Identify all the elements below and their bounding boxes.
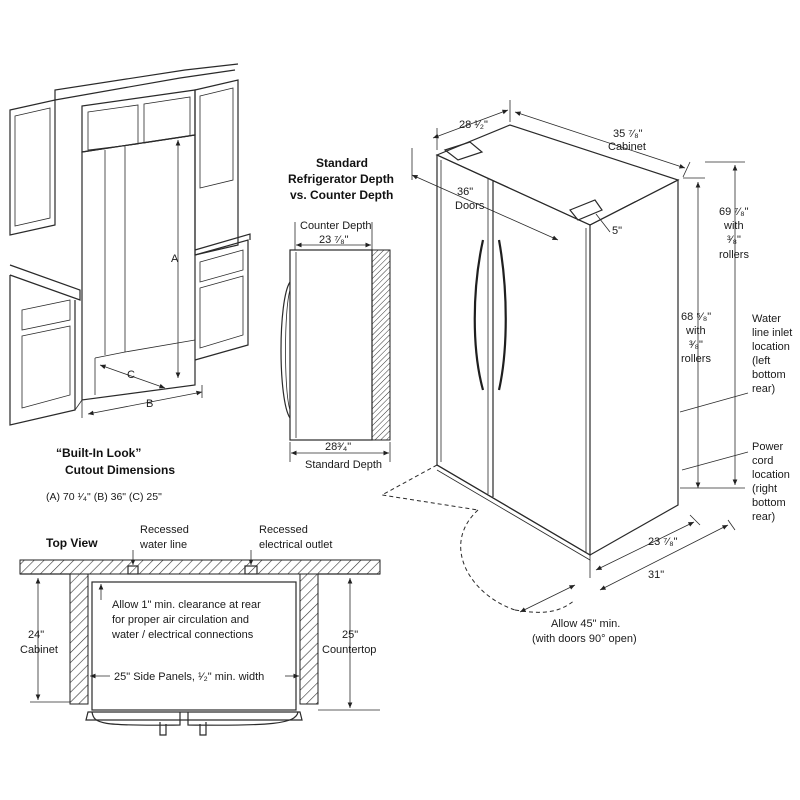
- power-cord-line3: location: [752, 469, 790, 481]
- dim-b-label: B: [146, 398, 153, 410]
- height-rollers-label: rollers: [719, 249, 749, 261]
- countertop-depth-value: 25": [342, 629, 358, 641]
- depth-total-value: 31": [648, 569, 664, 581]
- clearance-note-line3: water / electrical connections: [111, 629, 254, 641]
- recessed-outlet-line1: Recessed: [259, 524, 308, 536]
- builtin-title-line2: Cutout Dimensions: [65, 463, 175, 477]
- water-inlet-line3: location: [752, 341, 790, 353]
- doors-depth-value: 36": [457, 186, 473, 198]
- recessed-outlet-line2: electrical outlet: [259, 539, 332, 551]
- hinge-clearance-value: 5": [612, 225, 622, 237]
- depth-title-line3: vs. Counter Depth: [290, 188, 393, 202]
- water-inlet-line1: Water: [752, 313, 781, 325]
- clearance-note-line2: for proper air circulation and: [112, 614, 249, 626]
- counter-depth-value: 23 ⁷⁄₈": [319, 234, 349, 246]
- height-rollers-fraction: ³⁄₈": [727, 234, 741, 246]
- clearance-note-line1: Allow 1" min. clearance at rear: [112, 599, 261, 611]
- depth-title-line1: Standard: [316, 156, 368, 170]
- standard-depth-value: 28³⁄₄": [325, 441, 351, 453]
- recessed-water-line2: water line: [139, 539, 187, 551]
- doors-depth-label: Doors: [455, 200, 485, 212]
- refrigerator-illustration: 28 ¹⁄₂" 35 ⁷⁄₈" Cabinet 36" Doors 5" 69 …: [380, 100, 792, 645]
- water-inlet-line2: line inlet: [752, 327, 792, 339]
- height-cabinet-label: rollers: [681, 353, 711, 365]
- height-rollers-with: with: [723, 220, 744, 232]
- builtin-title-line1: “Built-In Look”: [56, 446, 141, 460]
- water-inlet-line6: rear): [752, 383, 775, 395]
- width-value: 28 ¹⁄₂": [459, 119, 488, 131]
- dim-a-label: A: [171, 253, 179, 265]
- depth-comparison-illustration: Counter Depth 23 ⁷⁄₈" 28³⁄₄" Standard De…: [280, 220, 391, 471]
- cabinet-depth-value: 35 ⁷⁄₈": [613, 128, 643, 140]
- builtin-dimensions: (A) 70 ¹⁄₄" (B) 36" (C) 25": [46, 491, 162, 503]
- depth-cabinet-value: 23 ⁷⁄₈": [648, 536, 678, 548]
- countertop-depth-label: Countertop: [322, 644, 376, 656]
- door-clearance-line2: (with doors 90° open): [532, 633, 637, 645]
- height-rollers-value: 69 ⁷⁄₈": [719, 206, 749, 218]
- dim-c-label: C: [127, 369, 135, 381]
- power-cord-line6: rear): [752, 511, 775, 523]
- power-cord-line4: (right: [752, 483, 777, 495]
- cabinet-depth-label: Cabinet: [20, 644, 58, 656]
- top-view-title: Top View: [46, 536, 98, 550]
- power-cord-line2: cord: [752, 455, 773, 467]
- height-cabinet-value: 68 ⁵⁄₈": [681, 311, 711, 323]
- side-panels-note: 25" Side Panels, ¹⁄₂" min. width: [114, 671, 264, 683]
- water-inlet-line4: (left: [752, 355, 770, 367]
- water-inlet-line5: bottom: [752, 369, 786, 381]
- counter-depth-label: Counter Depth: [300, 220, 372, 232]
- top-view-illustration: [19, 550, 381, 736]
- depth-title-line2: Refrigerator Depth: [288, 172, 394, 186]
- height-cabinet-fraction: ³⁄₈": [689, 339, 703, 351]
- power-cord-line5: bottom: [752, 497, 786, 509]
- cabinet-depth-value: 24": [28, 629, 44, 641]
- height-cabinet-with: with: [685, 325, 706, 337]
- door-clearance-line1: Allow 45" min.: [551, 618, 620, 630]
- power-cord-line1: Power: [752, 441, 784, 453]
- cabinet-depth-label: Cabinet: [608, 141, 646, 153]
- recessed-water-line1: Recessed: [140, 524, 189, 536]
- builtin-cutout-illustration: A C B: [9, 63, 251, 426]
- standard-depth-label: Standard Depth: [305, 459, 382, 471]
